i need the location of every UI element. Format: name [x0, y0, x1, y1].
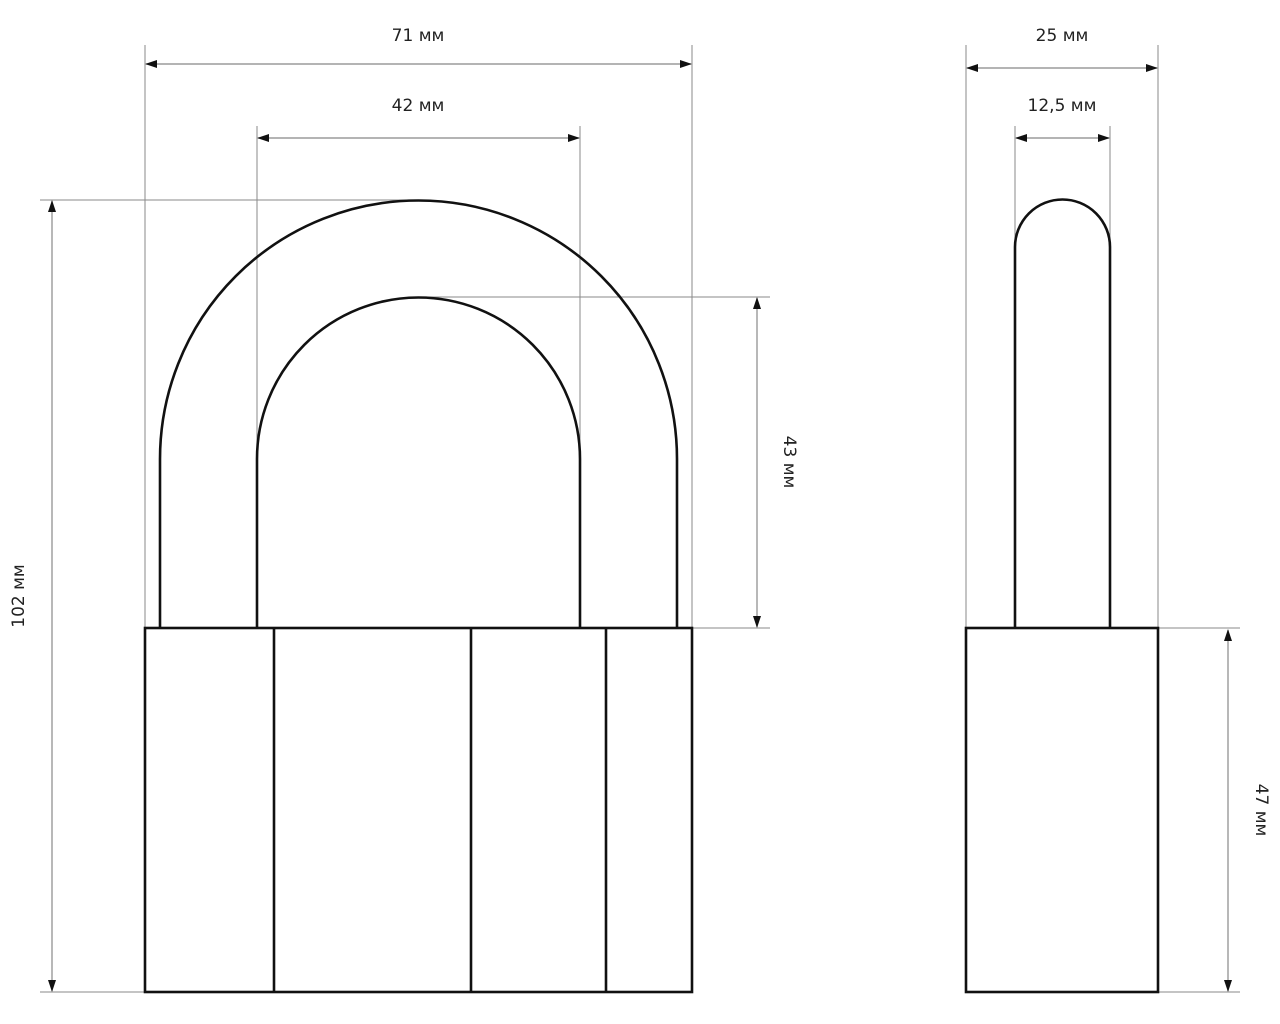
- label-shackle-clearance: 43 мм: [779, 436, 799, 489]
- shackle-inner: [255, 296, 582, 628]
- front-view: 71 мм 42 мм 102 мм 43 мм: [9, 26, 799, 994]
- shackle-side: [1013, 198, 1112, 628]
- shackle-outer: [158, 199, 679, 628]
- label-shackle-diameter: 12,5 мм: [1028, 96, 1097, 116]
- lock-body-side: [964, 626, 1160, 994]
- label-body-height: 47 мм: [1251, 784, 1271, 837]
- label-overall-height: 102 мм: [9, 564, 29, 628]
- label-shackle-inner-width: 42 мм: [392, 96, 445, 116]
- label-body-thickness: 25 мм: [1036, 26, 1089, 46]
- label-overall-width: 71 мм: [392, 26, 445, 46]
- side-view: 25 мм 12,5 мм 47 мм: [964, 26, 1271, 994]
- lock-body: [143, 626, 694, 994]
